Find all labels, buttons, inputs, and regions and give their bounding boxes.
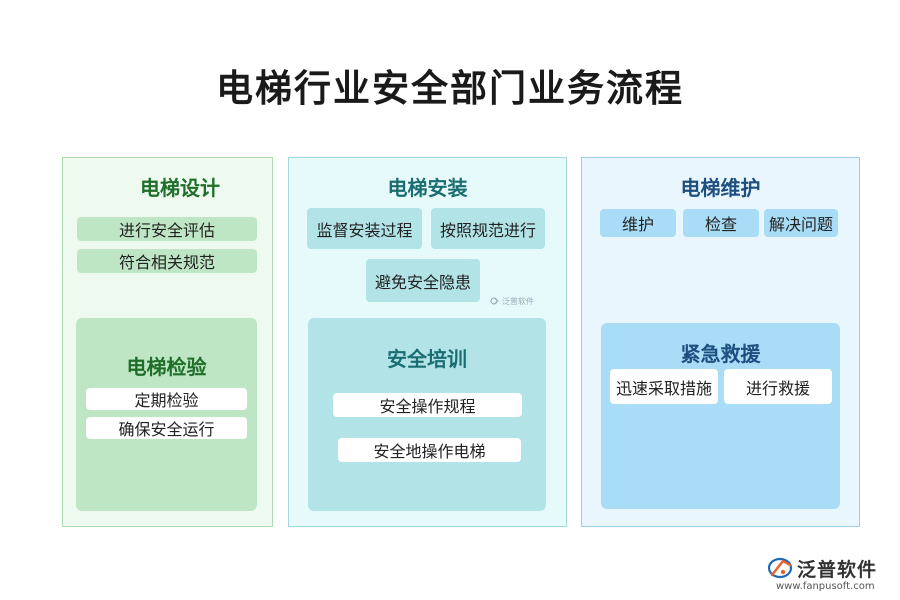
training-heading: 安全培训 <box>387 347 467 371</box>
installation-heading: 电梯安装 <box>387 176 468 200</box>
design-item-1: 进行安全评估 <box>77 217 257 241</box>
rescue-item-1: 迅速采取措施 <box>610 369 718 404</box>
installation-item-1: 监督安装过程 <box>307 208 422 249</box>
maintenance-item-3: 解决问题 <box>764 209 838 237</box>
training-item-1: 安全操作规程 <box>333 393 522 417</box>
maintenance-heading: 电梯维护 <box>680 176 761 200</box>
maintenance-item-2: 检查 <box>683 209 759 237</box>
design-item-2: 符合相关规范 <box>77 249 257 273</box>
brand-name: 泛普软件 <box>797 559 878 581</box>
installation-item-2: 按照规范进行 <box>431 208 545 249</box>
inspection-panel <box>76 318 257 511</box>
rescue-heading: 紧急救援 <box>680 342 761 366</box>
inspection-item-2: 确保安全运行 <box>86 417 247 439</box>
design-heading: 电梯设计 <box>140 176 220 200</box>
training-item-2: 安全地操作电梯 <box>338 438 521 462</box>
installation-item-3: 避免安全隐患 <box>366 259 480 302</box>
watermark-logo-icon <box>490 297 500 307</box>
inspection-heading: 电梯检验 <box>126 355 207 379</box>
inspection-item-1: 定期检验 <box>86 388 247 410</box>
maintenance-item-1: 维护 <box>600 209 676 237</box>
page-title: 电梯行业安全部门业务流程 <box>216 67 684 110</box>
fanpu-logo-icon <box>766 553 796 583</box>
watermark-small: 泛普软件 <box>490 296 534 307</box>
rescue-item-2: 进行救援 <box>724 369 832 404</box>
rescue-panel <box>601 323 840 509</box>
brand-url: www.fanpusoft.com <box>776 581 875 592</box>
